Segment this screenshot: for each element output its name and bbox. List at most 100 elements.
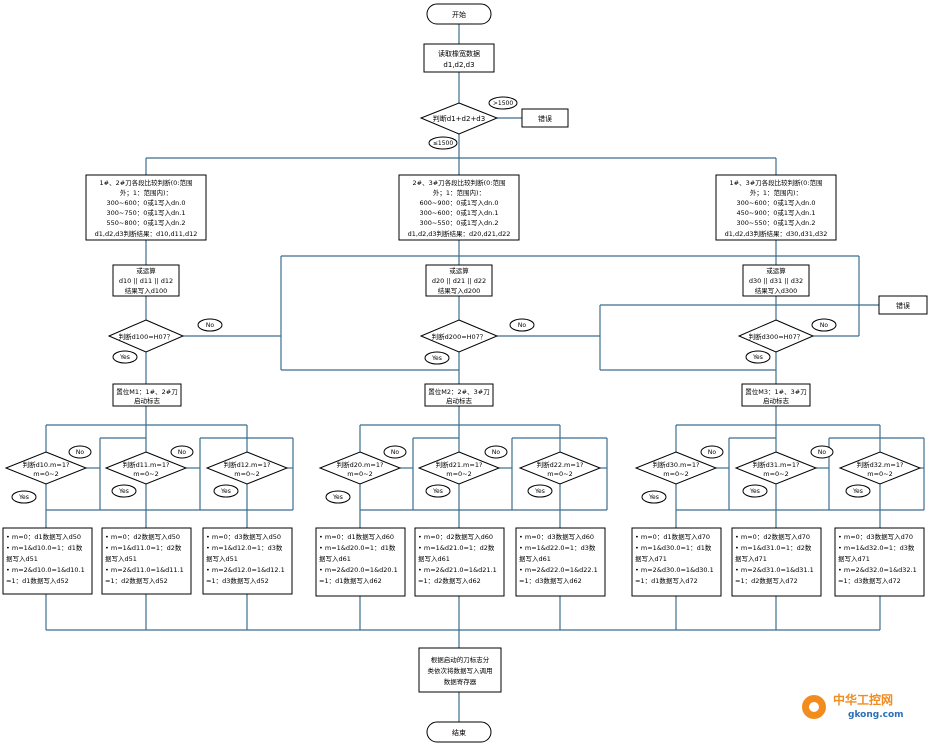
le1500-label: ≤1500 <box>433 140 453 147</box>
group2-header <box>398 174 520 241</box>
end-terminal <box>426 721 492 743</box>
svg-text:No: No <box>818 449 826 456</box>
group1-set-line-1: 启动标志 <box>134 396 161 405</box>
group2-or-title: 或运算 <box>449 266 469 275</box>
group2-no-label: No <box>518 322 526 329</box>
group1-yes-badge <box>112 350 138 364</box>
svg-text:• m=2&d21.0=1&d21.1: • m=2&d21.0=1&d21.1 <box>418 566 497 574</box>
svg-text:• m=2&d20.0=1&d20.1: • m=2&d20.0=1&d20.1 <box>319 566 398 574</box>
watermark-url: gkong.com <box>848 710 904 720</box>
final-line-1: 类依次将数据写入调用 <box>428 666 493 675</box>
svg-text:• m=0：d1数据写入d70: • m=0：d1数据写入d70 <box>635 532 710 541</box>
svg-text:d1,d2,d3判断结果：d20,d21,d22: d1,d2,d3判断结果：d20,d21,d22 <box>408 229 511 238</box>
svg-text:=1：d2数据写入d62: =1：d2数据写入d62 <box>418 576 481 585</box>
svg-text:• m=1&d30.0=1：d1数: • m=1&d30.0=1：d1数 <box>635 543 712 552</box>
group2-or-expr: d20 || d21 || d22 <box>432 277 486 285</box>
g2-decision-3-line-0: 判断d22.m=1? <box>537 460 584 469</box>
svg-text:据写入d71: 据写入d71 <box>635 554 667 563</box>
svg-text:• m=0：d2数据写入d50: • m=0：d2数据写入d50 <box>105 532 180 541</box>
svg-text:• m=0：d2数据写入d60: • m=0：d2数据写入d60 <box>418 532 493 541</box>
svg-text:据写入d51: 据写入d51 <box>105 554 137 563</box>
group1-or-title: 或运算 <box>136 266 156 275</box>
group3-set-box <box>741 383 811 407</box>
start-terminal <box>426 3 492 25</box>
final-process <box>418 647 502 693</box>
svg-text:据写入d61: 据写入d61 <box>519 554 551 563</box>
group3-set-line-0: 置位M3：1#、3#刀 <box>745 387 806 396</box>
svg-text:300~550：0或1写入dn.2: 300~550：0或1写入dn.2 <box>737 218 816 227</box>
svg-text:据写入d51: 据写入d51 <box>6 554 38 563</box>
group2-yes-badge <box>424 351 450 365</box>
svg-text:Yes: Yes <box>749 488 760 495</box>
svg-text:=1：d2数据写入d72: =1：d2数据写入d72 <box>735 576 798 585</box>
group3-yes-label: Yes <box>752 354 763 361</box>
svg-text:300~600：0或1写入dn.1: 300~600：0或1写入dn.1 <box>420 208 499 217</box>
svg-text:Yes: Yes <box>118 488 129 495</box>
g3-decision-3 <box>838 451 922 485</box>
svg-text:=1：d3数据写入d72: =1：d3数据写入d72 <box>838 576 901 585</box>
svg-text:• m=0：d3数据写入d50: • m=0：d3数据写入d50 <box>206 532 281 541</box>
g3-decision-2-line-1: m=0~2 <box>763 470 789 478</box>
sub-decision-badges: No Yes No Yes Yes No Yes No Yes Yes No Y… <box>11 445 871 504</box>
svg-text:300~750：0或1写入dn.1: 300~750：0或1写入dn.1 <box>107 208 186 217</box>
svg-text:• m=2&d31.0=1&d31.1: • m=2&d31.0=1&d31.1 <box>735 566 814 574</box>
group3-h07-label: 判断d300=H07？ <box>749 332 804 341</box>
group2-no-badge <box>509 318 535 332</box>
group1-h07-label: 判断d100=H07？ <box>119 332 174 341</box>
svg-text:No: No <box>391 449 399 456</box>
error-box-1 <box>521 108 569 128</box>
g2-decision-2-line-0: 判断d21.m=1? <box>436 460 483 469</box>
group1-no-badge <box>197 318 223 332</box>
g3-decision-2-line-0: 判断d31.m=1? <box>753 460 800 469</box>
read-line-0: 读取橡宽数据 <box>438 49 480 58</box>
svg-text:• m=0：d2数据写入d70: • m=0：d2数据写入d70 <box>735 532 810 541</box>
group3-or-expr: d30 || d31 || d32 <box>749 277 803 285</box>
svg-text:=1：d1数据写入d62: =1：d1数据写入d62 <box>319 576 382 585</box>
g3-decision-1 <box>634 451 718 485</box>
g3-decision-2 <box>734 451 818 485</box>
svg-text:• m=1&d11.0=1：d2数: • m=1&d11.0=1：d2数 <box>105 543 182 552</box>
g2-decision-2 <box>417 451 501 485</box>
svg-text:=1：d2数据写入d52: =1：d2数据写入d52 <box>105 576 168 585</box>
group2-or-result: 结果写入d200 <box>438 286 481 295</box>
svg-text:300~550：0或1写入dn.2: 300~550：0或1写入dn.2 <box>420 218 499 227</box>
svg-text:Yes: Yes <box>220 488 231 495</box>
watermark-brand: 中华工控网 <box>833 692 893 707</box>
group3-yes-badge <box>745 350 771 364</box>
svg-text:• m=1&d22.0=1：d3数: • m=1&d22.0=1：d3数 <box>519 543 596 552</box>
g1-decision-1-line-0: 判断d10.m=1? <box>23 460 70 469</box>
g2-decision-2-line-1: m=0~2 <box>446 470 472 478</box>
svg-text:• m=0：d3数据写入d60: • m=0：d3数据写入d60 <box>519 532 594 541</box>
sum-decision-label: 判断d1+d2+d3 <box>433 114 485 123</box>
svg-text:Yes: Yes <box>534 488 545 495</box>
watermark-logo: 中华工控网 gkong.com <box>802 692 904 720</box>
svg-text:• m=1&d10.0=1：d1数: • m=1&d10.0=1：d1数 <box>6 543 83 552</box>
le1500-badge <box>428 136 458 150</box>
svg-text:• m=2&d32.0=1&d32.1: • m=2&d32.0=1&d32.1 <box>838 566 917 574</box>
g2-decision-1-line-1: m=0~2 <box>347 470 373 478</box>
svg-text:• m=1&d20.0=1：d1数: • m=1&d20.0=1：d1数 <box>319 543 396 552</box>
svg-text:Yes: Yes <box>332 494 343 501</box>
svg-text:1#、2#刀各段比较判断(0:范围: 1#、2#刀各段比较判断(0:范围 <box>99 178 192 187</box>
svg-text:d1,d2,d3判断结果：d30,d31,d32: d1,d2,d3判断结果：d30,d31,d32 <box>725 229 828 238</box>
group2-h07-label: 判断d200=H07？ <box>432 332 487 341</box>
svg-text:据写入d71: 据写入d71 <box>735 554 767 563</box>
group3-or-title: 或运算 <box>766 266 786 275</box>
final-line-0: 根据启动的刀标志分 <box>431 655 490 664</box>
svg-text:• m=1&d32.0=1：d3数: • m=1&d32.0=1：d3数 <box>838 543 915 552</box>
svg-text:No: No <box>76 449 84 456</box>
group3-or-result: 结果写入d300 <box>755 286 798 295</box>
group1-h07-decision <box>107 319 185 353</box>
sum-decision <box>419 102 499 135</box>
svg-text:• m=1&d21.0=1：d2数: • m=1&d21.0=1：d2数 <box>418 543 495 552</box>
g3-decision-1-line-0: 判断d30.m=1? <box>653 460 700 469</box>
svg-text:No: No <box>492 449 500 456</box>
svg-text:=1：d3数据写入d52: =1：d3数据写入d52 <box>206 576 269 585</box>
g3-decision-3-line-0: 判断d32.m=1? <box>857 460 904 469</box>
svg-text:外；1：范围内)：: 外；1：范围内)： <box>750 188 802 197</box>
svg-text:600~900：0或1写入dn.0: 600~900：0或1写入dn.0 <box>420 198 499 207</box>
group2-h07-decision <box>419 319 499 353</box>
svg-text:Yes: Yes <box>648 494 659 501</box>
svg-text:550~800：0或1写入dn.2: 550~800：0或1写入dn.2 <box>107 218 186 227</box>
